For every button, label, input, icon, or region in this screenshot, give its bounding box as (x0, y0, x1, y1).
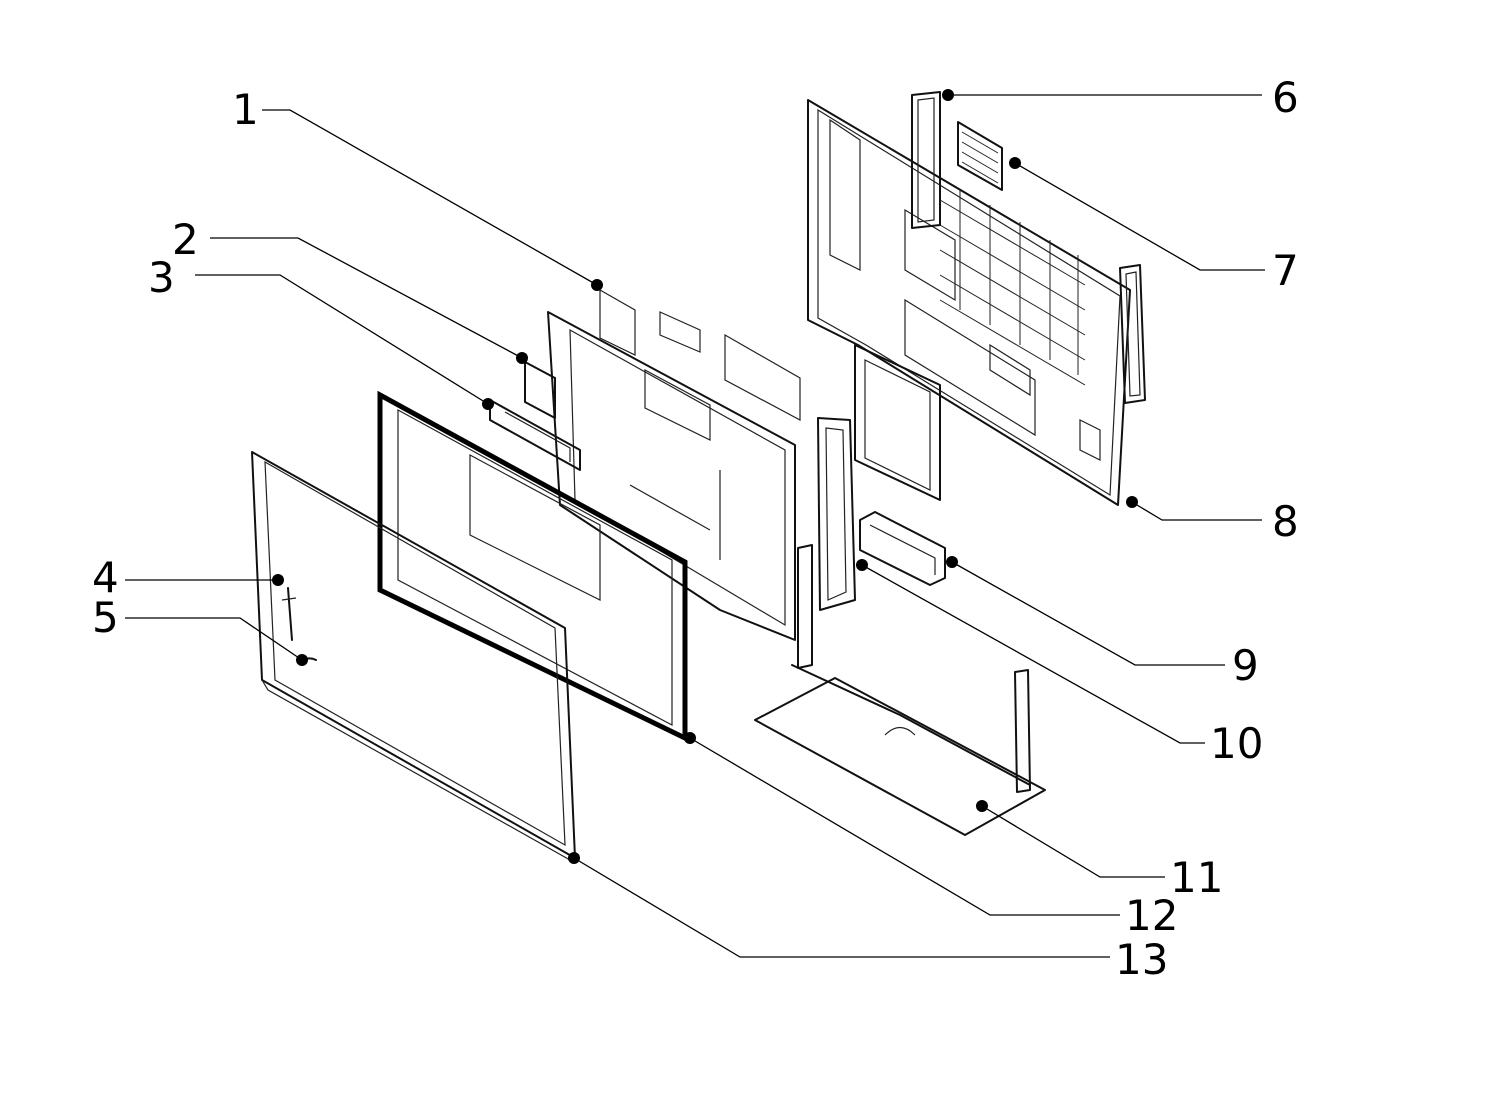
side-bracket (817, 417, 856, 611)
leader-12 (689, 737, 1120, 916)
front-frame (377, 390, 688, 742)
leader-3 (195, 274, 489, 405)
leader-2 (210, 237, 523, 359)
power-box (854, 344, 941, 501)
callout-dot-7 (1009, 157, 1021, 169)
callout-dot-4 (272, 574, 284, 586)
callout-dot-11 (976, 800, 988, 812)
control-module (859, 511, 946, 586)
callout-label-12: 12 (1125, 891, 1178, 940)
callout-dot-8 (1126, 496, 1138, 508)
callout-dot-13 (568, 852, 580, 864)
callout-dot-1 (591, 279, 603, 291)
leader-13 (573, 857, 1110, 958)
vent-grille (957, 121, 1003, 191)
leader-11 (981, 805, 1165, 878)
callout-labels: 1 2 3 4 5 6 7 8 9 10 11 12 13 (92, 73, 1299, 984)
callout-label-9: 9 (1232, 641, 1259, 690)
callout-label-4: 4 (92, 553, 119, 602)
callout-label-10: 10 (1210, 719, 1263, 768)
callout-dot-10 (856, 559, 868, 571)
callout-label-8: 8 (1272, 497, 1299, 546)
callout-label-13: 13 (1115, 935, 1168, 984)
callout-label-7: 7 (1272, 246, 1299, 295)
leader-lines (125, 94, 1265, 958)
callout-label-6: 6 (1272, 73, 1299, 122)
callout-label-11: 11 (1170, 853, 1223, 902)
callout-label-2: 2 (172, 215, 199, 264)
callout-dot-3 (482, 398, 494, 410)
leader-10 (861, 564, 1205, 744)
callout-label-5: 5 (92, 593, 119, 642)
callout-label-1: 1 (232, 85, 259, 134)
callout-dot-12 (684, 732, 696, 744)
callout-dot-6 (942, 89, 954, 101)
side-strip-right (1119, 264, 1146, 404)
bracket-3 (489, 399, 581, 471)
callout-dot-5 (296, 654, 308, 666)
callout-dot-2 (516, 352, 528, 364)
leader-8 (1131, 501, 1262, 521)
rear-cover (807, 99, 1131, 506)
side-strip-left (911, 91, 941, 229)
bezel-badge (281, 587, 297, 641)
callout-label-3: 3 (148, 253, 175, 302)
callout-dot-9 (946, 556, 958, 568)
stand (754, 544, 1046, 836)
bracket-2 (524, 361, 556, 419)
leader-1 (262, 109, 598, 286)
main-chassis (547, 288, 801, 641)
leader-5 (125, 617, 303, 661)
leader-7 (1014, 162, 1265, 271)
callout-dots (272, 89, 1138, 864)
leader-9 (951, 561, 1225, 666)
